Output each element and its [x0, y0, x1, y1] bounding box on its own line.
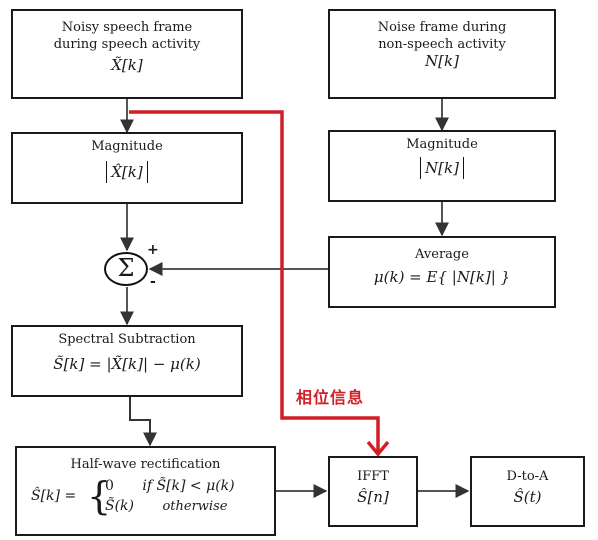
ifft-box: IFFT Ŝ[n] — [328, 456, 418, 527]
brace-icon: { — [87, 474, 112, 518]
d-to-a-box: D-to-A Ŝ(t) — [470, 456, 585, 527]
noisy-math: X̃[k] — [111, 56, 143, 74]
half-wave-rectification-box: Half-wave rectification Ŝ[k] = { 0 if S̃… — [15, 446, 276, 536]
magnitude-right-box: Magnitude N[k] — [328, 130, 556, 202]
phase-info-label: 相位信息 — [296, 388, 365, 407]
noisy-line2: during speech activity — [53, 37, 201, 52]
magnitude-left-title: Magnitude — [91, 139, 163, 154]
average-title: Average — [415, 247, 469, 262]
halfwave-row2: S̃(k) otherwise — [105, 498, 227, 515]
arrow-spectral-to-halfwave — [129, 397, 157, 447]
phase-info-path — [129, 110, 380, 452]
halfwave-row2-value: S̃(k) — [105, 498, 134, 514]
ifft-math: Ŝ[n] — [357, 488, 389, 506]
noisy-line1: Noisy speech frame — [61, 20, 193, 35]
halfwave-row1: 0 if S̃[k] < μ(k) — [105, 478, 235, 495]
dtoa-math: Ŝ(t) — [513, 488, 542, 506]
minus-sign: - — [150, 274, 156, 290]
magnitude-right-title: Magnitude — [406, 137, 478, 152]
magnitude-right-math: N[k] — [420, 157, 464, 179]
spectral-math: S̃[k] = |X̃[k]| − μ(k) — [53, 355, 201, 373]
sigma-icon: Σ — [117, 254, 135, 282]
phase-info-arrowhead — [366, 440, 390, 457]
noise-frame-box: Noise frame during non-speech activity N… — [328, 9, 556, 99]
magnitude-left-box: Magnitude X̂[k] — [11, 132, 243, 204]
dtoa-title: D-to-A — [506, 469, 549, 484]
halfwave-row1-value: 0 — [105, 478, 114, 494]
halfwave-row1-cond: if S̃[k] < μ(k) — [142, 478, 235, 494]
halfwave-row2-cond: otherwise — [162, 499, 228, 514]
halfwave-title: Half-wave rectification — [70, 457, 221, 472]
magnitude-left-math: X̂[k] — [106, 161, 148, 183]
spectral-subtraction-box: Spectral Subtraction S̃[k] = |X̃[k]| − μ… — [11, 325, 243, 397]
halfwave-lhs: Ŝ[k] = — [31, 488, 77, 504]
noise-line2: non-speech activity — [378, 37, 506, 52]
noisy-speech-frame-box: Noisy speech frame during speech activit… — [11, 9, 243, 99]
noise-math: N[k] — [425, 52, 459, 70]
spectral-title: Spectral Subtraction — [58, 332, 196, 347]
summation-node: Σ — [104, 252, 148, 286]
noise-line1: Noise frame during — [377, 20, 507, 35]
ifft-title: IFFT — [357, 469, 389, 484]
average-box: Average μ(k) = E{ |N[k]| } — [328, 236, 556, 308]
plus-sign: + — [147, 242, 159, 258]
average-math: μ(k) = E{ |N[k]| } — [373, 268, 511, 286]
